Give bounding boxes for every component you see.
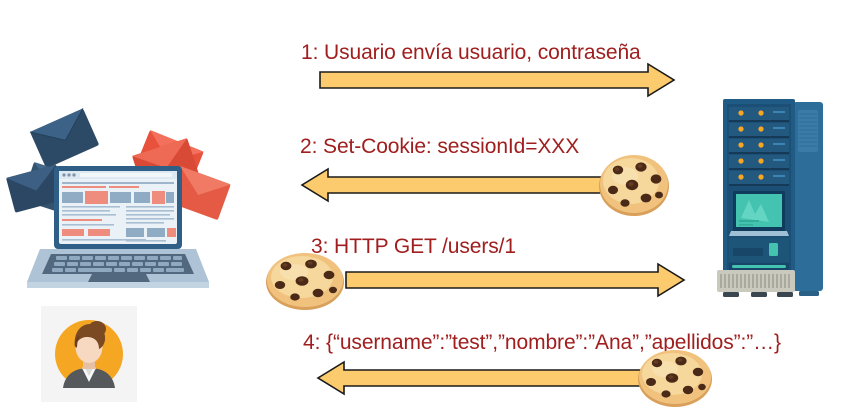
step-1-label: 1: Usuario envía usuario, contraseña bbox=[301, 41, 641, 64]
user-avatar bbox=[41, 306, 137, 402]
cookie-icon-step-3 bbox=[264, 249, 346, 311]
step-2-arrow-left bbox=[298, 167, 638, 203]
step-2-label: 2: Set-Cookie: sessionId=XXX bbox=[300, 135, 580, 158]
cookie-icon-step-2 bbox=[597, 150, 671, 220]
laptop-keyboard bbox=[27, 249, 209, 288]
step-3-label: 3: HTTP GET /users/1 bbox=[311, 235, 516, 258]
step-4-label: 4: {“username”:”test”,”nombre”:”Ana”,”ap… bbox=[303, 331, 781, 354]
step-3-arrow-right bbox=[344, 262, 688, 298]
server-rack bbox=[711, 96, 831, 301]
server-drive-bays bbox=[729, 107, 789, 186]
server-base-vent bbox=[717, 270, 795, 292]
server-monitor bbox=[729, 191, 789, 236]
envelope-dark-3 bbox=[6, 164, 66, 213]
step-4-arrow-left bbox=[314, 360, 674, 396]
client-laptop-illustration bbox=[4, 104, 236, 296]
laptop-screen bbox=[54, 166, 182, 249]
step-1-arrow-right bbox=[318, 62, 678, 98]
envelope-dark-1 bbox=[29, 108, 99, 168]
avatar-person bbox=[63, 321, 115, 388]
envelope-red-3 bbox=[167, 166, 231, 220]
cookie-icon-step-4 bbox=[636, 346, 714, 408]
